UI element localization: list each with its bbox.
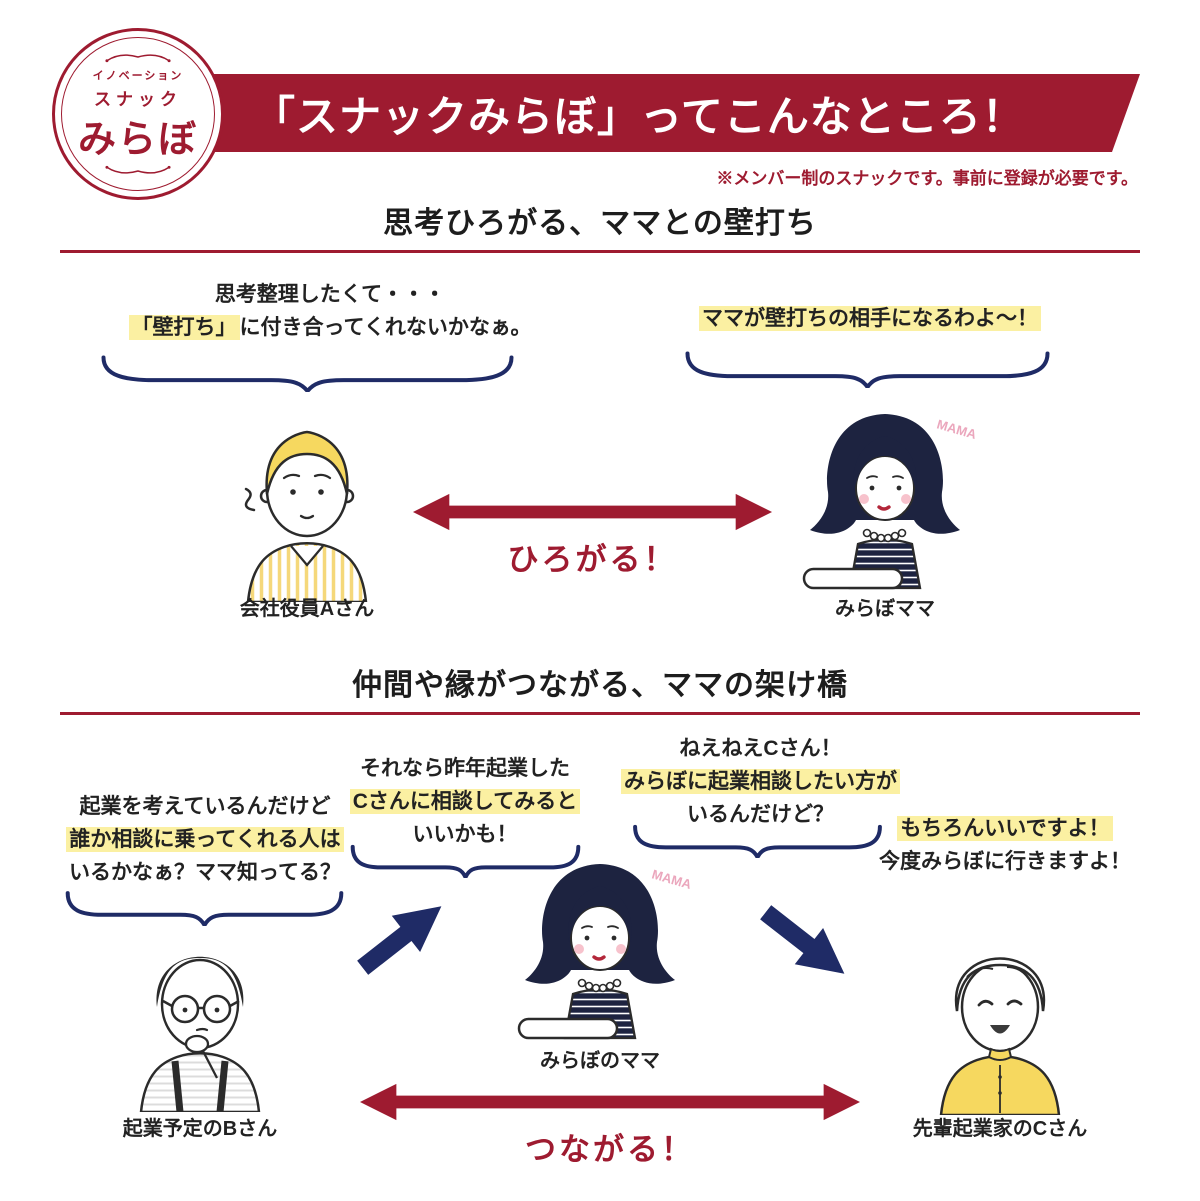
speech-mama-right-line3: いるんだけど？ <box>618 798 903 831</box>
speech-c: もちろんいいですよ！ 今度みらぼに行きますよ！ <box>870 812 1140 878</box>
speech-mama-right: ねえねえCさん！ みらぼに起業相談したい方が いるんだけど？ <box>618 732 903 831</box>
speech-a: 思考整理したくて・・・ 「壁打ち」に付き合ってくれないかなぁ。 <box>90 278 570 344</box>
character-mama2-illustration: MAMA <box>505 842 695 1052</box>
mama-doodle-text: MAMA <box>935 416 979 442</box>
tsunagaru-label: つながる！ <box>525 1132 695 1167</box>
section2-title: 仲間や縁がつながる、ママの架け橋 <box>352 669 848 702</box>
speech-brace-mama-right <box>630 822 885 858</box>
speech-mama-left-line1: それなら昨年起業した <box>330 752 600 785</box>
character-mama1-illustration: MAMA <box>790 392 980 602</box>
character-a-illustration <box>212 402 402 602</box>
speech-mama-left-line3-text: いいかも！ <box>412 823 518 846</box>
character-a-label: 会社役員Aさん <box>239 598 375 620</box>
speech-brace-b <box>62 888 347 926</box>
character-mama2-label: みらぼのママ <box>540 1050 660 1072</box>
speech-mama-right-line1-text: ねえねえCさん！ <box>679 737 842 760</box>
speech-mama-right-line3-text: いるんだけど？ <box>687 803 834 826</box>
arrow-mama-to-c <box>750 893 860 994</box>
speech-mama1-line1: ママが壁打ちの相手になるわよ～！ <box>660 302 1080 335</box>
character-mama1-label: みらぼママ <box>835 598 935 620</box>
tsunagaru-arrow <box>335 1082 885 1122</box>
logo-badge: イノベーション スナック みらぼ <box>52 28 224 200</box>
banner-title: 「スナックみらぼ」ってこんなところ！ <box>253 92 1025 140</box>
speech-mama1-highlight: ママが壁打ちの相手になるわよ～！ <box>699 306 1041 331</box>
speech-mama-left-line2: Cさんに相談してみると <box>330 785 600 818</box>
speech-b: 起業を考えているんだけど 誰か相談に乗ってくれる人は いるかなぁ？ママ知ってる？ <box>55 790 355 889</box>
character-b-illustration <box>105 912 295 1112</box>
mama-doodle-text: MAMA <box>650 866 694 892</box>
speech-b-line2-highlight: 誰か相談に乗ってくれる人は <box>66 827 344 852</box>
speech-mama-left-line2-highlight: Cさんに相談してみると <box>349 789 581 814</box>
speech-b-line1-text: 起業を考えているんだけど <box>79 795 331 818</box>
character-c-illustration <box>905 915 1095 1115</box>
speech-a-line1-text: 思考整理したくて・・・ <box>214 283 446 306</box>
speech-b-line3-text: いるかなぁ？ママ知ってる？ <box>69 861 341 884</box>
speech-mama-left: それなら昨年起業した Cさんに相談してみると いいかも！ <box>330 752 600 851</box>
speech-c-line1: もちろんいいですよ！ <box>870 812 1140 845</box>
speech-mama-right-line1: ねえねえCさん！ <box>618 732 903 765</box>
logo-flourish-bottom <box>105 165 171 174</box>
section1-title: 思考ひろがる、ママとの壁打ち <box>383 207 817 240</box>
hirogaru-arrow <box>395 492 790 532</box>
speech-mama1: ママが壁打ちの相手になるわよ～！ <box>660 302 1080 335</box>
hirogaru-label: ひろがる！ <box>507 542 678 577</box>
speech-b-line3: いるかなぁ？ママ知ってる？ <box>55 856 355 889</box>
speech-mama-right-line2-highlight: みらぼに起業相談したい方が <box>621 769 900 794</box>
speech-mama-right-line2: みらぼに起業相談したい方が <box>618 765 903 798</box>
speech-c-line2: 今度みらぼに行きますよ！ <box>870 845 1140 878</box>
logo-inner-ring <box>61 37 215 191</box>
speech-b-line2: 誰か相談に乗ってくれる人は <box>55 823 355 856</box>
speech-b-line1: 起業を考えているんだけど <box>55 790 355 823</box>
speech-a-line2: 「壁打ち」に付き合ってくれないかなぁ。 <box>90 311 570 344</box>
speech-brace-a <box>95 352 520 392</box>
speech-a-line1: 思考整理したくて・・・ <box>90 278 570 311</box>
speech-mama-left-line1-text: それなら昨年起業した <box>360 757 570 780</box>
speech-c-line2-text: 今度みらぼに行きますよ！ <box>879 850 1131 873</box>
title-banner: 「スナックみらぼ」ってこんなところ！ <box>205 74 1140 152</box>
speech-a-line2-highlight: 「壁打ち」 <box>128 315 240 340</box>
section2-divider <box>60 712 1140 715</box>
speech-brace-mama-left <box>348 842 583 878</box>
speech-c-line1-highlight: もちろんいいですよ！ <box>897 816 1113 841</box>
speech-a-line2-rest: に付き合ってくれないかなぁ。 <box>239 316 532 339</box>
arrow-b-to-mama <box>347 887 457 988</box>
character-c-label: 先輩起業家のCさん <box>912 1118 1088 1140</box>
section1-divider <box>60 250 1140 253</box>
speech-mama-left-line3: いいかも！ <box>330 818 600 851</box>
membership-note: ※メンバー制のスナックです。事前に登録が必要です。 <box>716 169 1138 188</box>
speech-brace-mama1 <box>680 348 1055 388</box>
character-b-label: 起業予定のBさん <box>122 1118 278 1140</box>
